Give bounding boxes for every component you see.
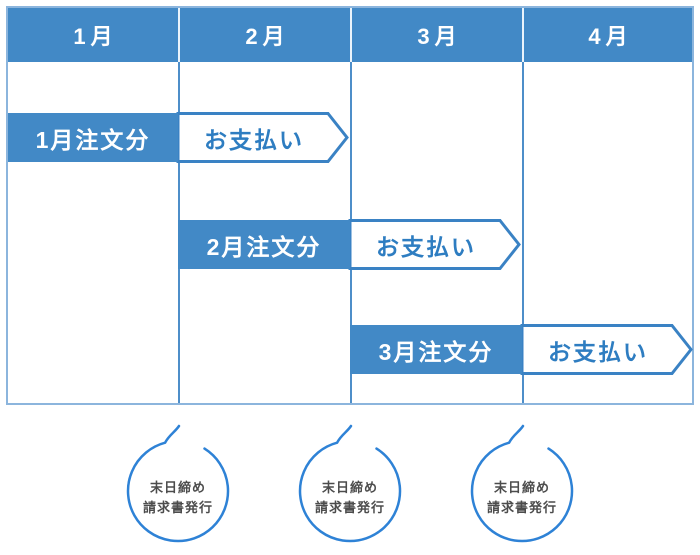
month-header-row: 1月 2月 3月 4月 xyxy=(8,8,692,62)
bubble-1-line1: 末日締め xyxy=(149,480,206,495)
month-header-feb: 2月 xyxy=(178,8,350,62)
invoice-bubble-3 xyxy=(470,424,574,543)
invoice-bubble-2 xyxy=(298,424,402,543)
bubble-2-line2: 請求書発行 xyxy=(314,500,385,515)
month-header-jan: 1月 xyxy=(8,8,178,62)
order-band-row3: 3月注文分 xyxy=(350,325,522,374)
order-band-row2: 2月注文分 xyxy=(178,220,350,269)
bubble-3-line2: 請求書発行 xyxy=(486,500,557,515)
month-header-mar: 3月 xyxy=(350,8,522,62)
bubble-2-line1: 末日締め xyxy=(321,480,378,495)
invoice-bubble-1 xyxy=(126,424,230,543)
order-band-row1: 1月注文分 xyxy=(8,113,178,162)
bubble-3-line1: 末日締め xyxy=(493,480,550,495)
payment-arrow-row3 xyxy=(520,324,693,375)
payment-schedule-table: 1月 2月 3月 4月 1月注文分 2月注文分 3月注文分 お支払い お支払い … xyxy=(6,6,694,405)
payment-label-row3: お支払い xyxy=(548,338,648,365)
column-divider xyxy=(522,62,524,403)
month-header-apr: 4月 xyxy=(522,8,692,62)
payment-arrow-row1 xyxy=(176,112,349,163)
bubble-1-line2: 請求書発行 xyxy=(142,500,213,515)
payment-arrow-row2 xyxy=(348,219,521,270)
payment-label-row2: お支払い xyxy=(376,233,476,260)
payment-label-row1: お支払い xyxy=(204,126,304,153)
